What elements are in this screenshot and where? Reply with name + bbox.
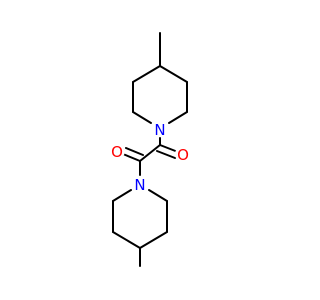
bond-layer — [112, 32, 188, 267]
bond-co-bottom-a — [122, 153, 141, 162]
atom-label-n-top: N — [154, 121, 165, 139]
molecule-structure: N O O N — [109, 32, 191, 267]
atom-o-bottom: O — [109, 143, 125, 161]
bond-ring-top-6 — [159, 65, 188, 83]
bond-co-top-a — [159, 144, 179, 153]
atom-n-bottom: N — [132, 176, 148, 194]
atom-label-layer: N O O N — [109, 121, 191, 194]
atom-label-n-bottom: N — [134, 176, 145, 194]
atom-label-o-top: O — [177, 146, 189, 164]
atom-n-top: N — [152, 121, 168, 139]
atom-label-o-bottom: O — [111, 143, 123, 161]
bond-ring-bottom-4 — [139, 231, 168, 249]
bond-ring-top-4 — [168, 111, 188, 124]
bond-carbonyl-carbonyl — [139, 144, 161, 162]
bond-ring-bottom-3 — [112, 231, 141, 249]
bond-ring-bottom-6 — [148, 189, 168, 202]
bond-ring-bottom-1 — [112, 189, 132, 202]
bond-ring-top-1 — [132, 65, 161, 83]
bond-ring-top-3 — [132, 111, 152, 124]
bond-co-bottom-b — [125, 147, 144, 156]
bond-co-top-b — [156, 150, 176, 159]
atom-o-top: O — [175, 146, 191, 164]
